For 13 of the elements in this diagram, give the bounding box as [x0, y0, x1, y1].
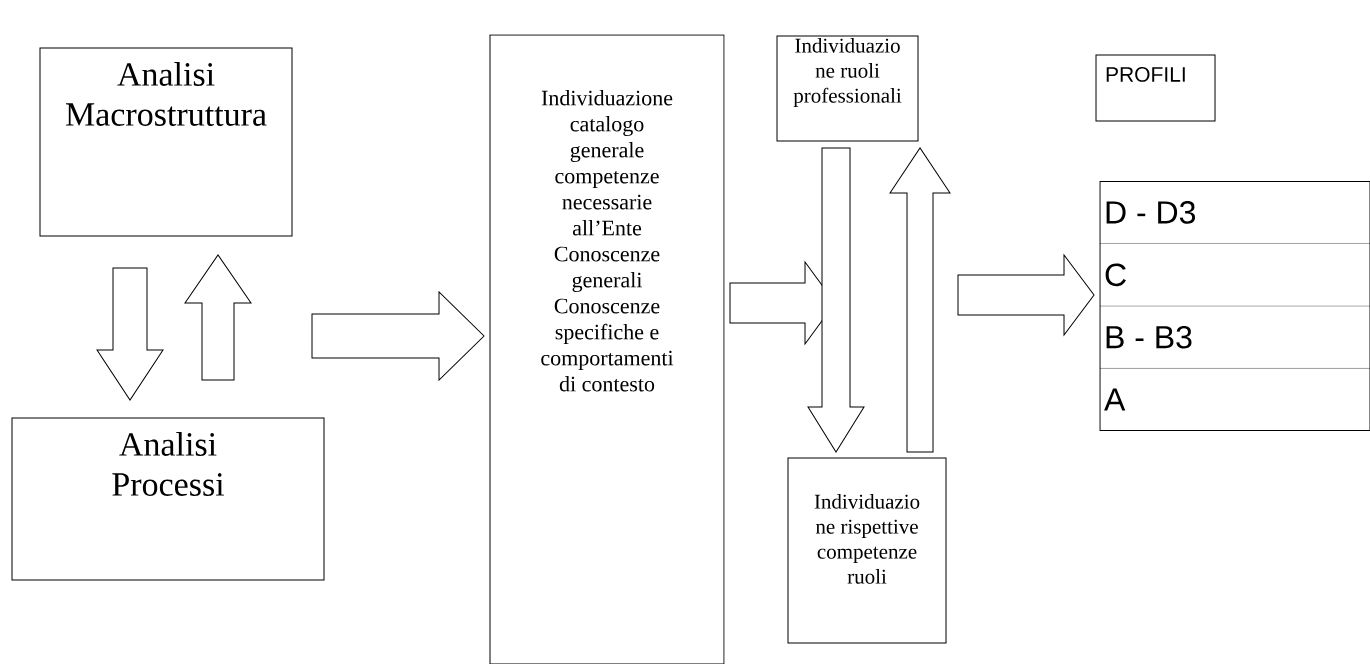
block-arrow — [889, 147, 951, 453]
block-arrow — [311, 291, 485, 381]
block-arrow — [96, 267, 164, 401]
text-box: Individuazio ne ruoli professionali — [776, 35, 919, 142]
text-box: Analisi Macrostruttura — [39, 47, 293, 237]
block-arrow — [957, 254, 1095, 336]
text-box: Individuazio ne rispettive competenze ruoli — [787, 457, 947, 644]
block-arrow — [807, 147, 865, 453]
block-arrow — [184, 254, 252, 381]
text-box: Individuazione catalogo generale competenze necessarie all’Ente Conoscenze generali Conoscenze specifiche e comportamenti di contesto — [489, 34, 725, 664]
text-box: Analisi Processi — [11, 417, 325, 581]
profile-table: D - D3 C B - B3 A — [1099, 180, 1370, 432]
label-box: PROFILI — [1095, 54, 1216, 122]
